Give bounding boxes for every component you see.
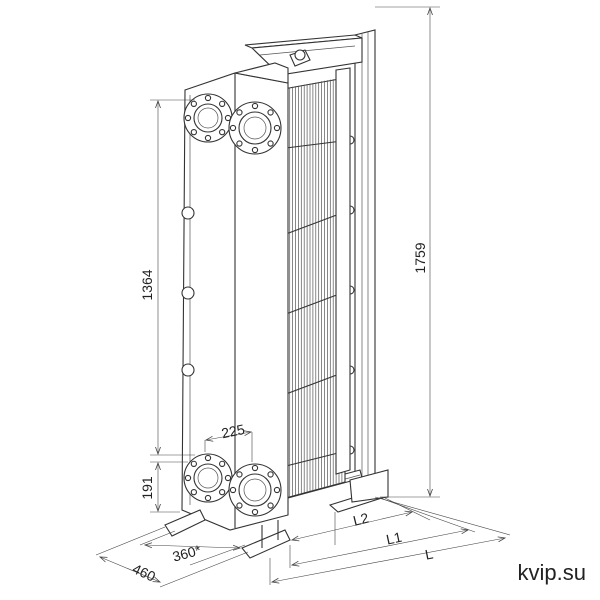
flange-bolt xyxy=(218,460,226,468)
dim-1759: 1759 xyxy=(375,6,440,498)
flange-bolt xyxy=(236,140,243,147)
upper-port-flange-1 xyxy=(183,93,233,143)
flange-bolt xyxy=(218,128,226,136)
base-plate xyxy=(328,469,389,513)
dim-191: 191 xyxy=(139,461,188,513)
flange-bolt xyxy=(229,124,237,132)
flange-bolt xyxy=(204,494,212,502)
dim-1759-label: 1759 xyxy=(412,242,428,273)
flange-bolt xyxy=(190,460,198,468)
flange-bolt xyxy=(229,486,237,494)
flange-bolt xyxy=(184,474,192,482)
flange-bolt xyxy=(267,502,274,509)
flange-bolt xyxy=(236,502,243,509)
pressure-plate xyxy=(335,67,351,475)
dim-l: L xyxy=(269,496,511,585)
flange-bolt xyxy=(190,488,198,496)
flange-bolts xyxy=(184,94,281,516)
dim-460-label: 460 xyxy=(130,560,158,584)
dim-1364-label: 1364 xyxy=(139,269,155,300)
flange-bolt xyxy=(236,471,243,478)
flange-bolt xyxy=(218,488,226,496)
flange-bolt xyxy=(204,134,212,142)
lower-port-flange-1 xyxy=(183,453,233,503)
flange-bolt xyxy=(204,454,212,462)
flange-bolt xyxy=(251,508,259,516)
dim-l1: L1 xyxy=(289,497,476,568)
flange-bolt xyxy=(236,109,243,116)
flange-bolt xyxy=(267,109,274,116)
flange-bolt xyxy=(190,100,198,108)
flange-bolt xyxy=(267,140,274,147)
flange-bolt xyxy=(190,128,198,136)
dim-225-label: 225 xyxy=(220,421,246,442)
flange-bolt xyxy=(251,464,259,472)
frame-bolt xyxy=(181,286,195,300)
flange-bolt xyxy=(224,114,232,122)
dim-225: 225 xyxy=(204,421,253,462)
flange-bolt xyxy=(184,114,192,122)
frame-bolt xyxy=(181,206,195,220)
flange-bolt xyxy=(251,102,259,110)
frame-bolt xyxy=(181,363,195,377)
dim-1364: 1364 xyxy=(139,99,195,456)
flange-bolt xyxy=(218,100,226,108)
dim-l-label: L xyxy=(424,545,435,562)
flange-bolt xyxy=(251,146,259,154)
site-watermark: kvip.su xyxy=(517,560,586,585)
dim-360: 360* xyxy=(139,530,246,566)
flange-bolt xyxy=(273,124,281,132)
flange-bolt xyxy=(224,474,232,482)
frame-bolts xyxy=(181,206,195,377)
dim-l2-label: L2 xyxy=(351,509,370,528)
frame-plate xyxy=(181,49,311,531)
dim-360-label: 360* xyxy=(171,542,203,565)
lower-port-flange-2 xyxy=(228,463,282,517)
flange-bolt xyxy=(267,471,274,478)
dim-191-label: 191 xyxy=(139,476,155,500)
flange-bolt xyxy=(204,94,212,102)
rear-support-column xyxy=(354,29,376,503)
flange-bolt xyxy=(273,486,281,494)
dim-l1-label: L1 xyxy=(385,529,404,548)
upper-port-flange-2 xyxy=(228,101,282,155)
